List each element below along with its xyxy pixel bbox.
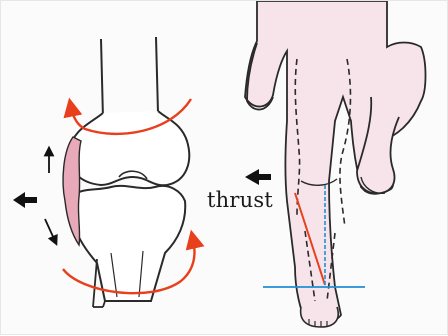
knee-joint-illustration	[13, 37, 195, 307]
thrust-direction-arrow	[245, 169, 271, 185]
standing-foot	[301, 307, 339, 327]
femur-condyles	[69, 111, 189, 185]
joint-direction-arrow	[13, 192, 37, 208]
tibia	[71, 186, 185, 301]
legs-illustration	[245, 1, 426, 327]
medial-cartilage	[63, 137, 81, 245]
femur-shaft	[101, 37, 158, 119]
torso	[245, 1, 426, 323]
thrust-label: thrust	[207, 188, 273, 212]
down-motion-arrow	[45, 219, 55, 241]
